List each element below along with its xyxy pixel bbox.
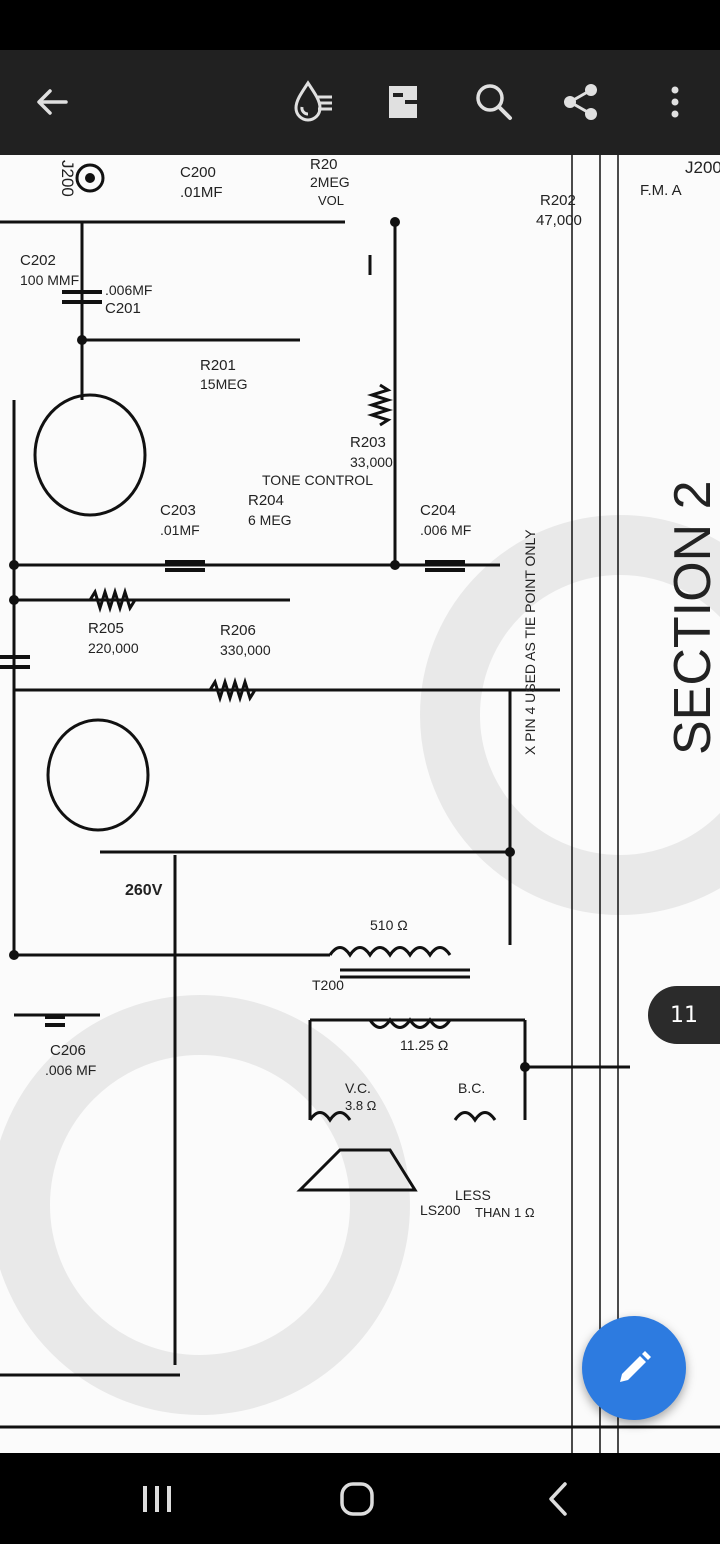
label-c204-val: .006 MF — [420, 522, 471, 538]
label-c204: C204 — [420, 502, 456, 519]
system-nav-bar — [0, 1453, 720, 1544]
edit-pencil-icon — [620, 1351, 651, 1382]
label-fm: F.M. A — [640, 182, 682, 199]
reading-mode-icon[interactable] — [283, 72, 343, 132]
label-c202-val: 100 MMF — [20, 272, 79, 288]
document-viewer[interactable]: J200 J200 F.M. A C200 .01MF R20 2MEG VOL… — [0, 155, 720, 1453]
nav-back-icon[interactable] — [513, 1467, 603, 1531]
label-j200: J200 — [685, 158, 720, 177]
label-r201-val: 15MEG — [200, 376, 247, 392]
label-c200-val: .01MF — [180, 184, 223, 201]
label-tone: TONE CONTROL — [262, 472, 373, 488]
label-less: LESS — [455, 1187, 491, 1203]
label-c201: C201 — [105, 300, 141, 317]
section-heading: SECTION 2 — [664, 481, 720, 756]
page-indicator: 11 — [648, 986, 720, 1044]
label-c206: C206 — [50, 1042, 86, 1059]
status-bar — [0, 0, 720, 50]
share-icon[interactable] — [551, 72, 611, 132]
label-t200: T200 — [312, 977, 344, 993]
label-vc-val: 3.8 Ω — [345, 1098, 377, 1113]
label-vol: VOL — [318, 193, 344, 208]
label-vc: V.C. — [345, 1080, 371, 1096]
label-r204-val: 6 MEG — [248, 512, 292, 528]
label-r202: R202 — [540, 192, 576, 209]
edit-button[interactable] — [582, 1316, 686, 1420]
label-c203-val: .01MF — [160, 522, 200, 538]
arrow-left-icon[interactable] — [22, 72, 82, 132]
recents-icon[interactable] — [112, 1467, 202, 1531]
label-r205: R205 — [88, 620, 124, 637]
watermark — [0, 515, 720, 1415]
label-bc: B.C. — [458, 1080, 485, 1096]
home-icon[interactable] — [312, 1467, 402, 1531]
label-ohm510: 510 Ω — [370, 917, 408, 933]
label-r202-val: 47,000 — [536, 212, 582, 229]
label-ohm125: 11.25 Ω — [400, 1037, 448, 1053]
label-c200: C200 — [180, 164, 216, 181]
label-r206-val: 330,000 — [220, 642, 271, 658]
label-c206-val: .006 MF — [45, 1062, 96, 1078]
schematic-page: J200 J200 F.M. A C200 .01MF R20 2MEG VOL… — [0, 155, 720, 1453]
label-than: THAN 1 Ω — [475, 1205, 535, 1220]
label-r205-val: 220,000 — [88, 640, 139, 656]
label-r201: R201 — [200, 357, 236, 374]
label-r204: R204 — [248, 492, 284, 509]
footnote: X PIN 4 USED AS TIE POINT ONLY — [522, 529, 538, 755]
label-r20x-val: 2MEG — [310, 174, 350, 190]
search-icon[interactable] — [464, 72, 524, 132]
more-vertical-icon[interactable] — [645, 72, 705, 132]
label-r206: R206 — [220, 622, 256, 639]
label-r203: R203 — [350, 434, 386, 451]
label-r20x: R20 — [310, 156, 338, 173]
label-j200: J200 — [58, 160, 77, 197]
label-b-plus: 260V — [125, 882, 163, 899]
label-c203: C203 — [160, 502, 196, 519]
label-c201-val: .006MF — [105, 282, 152, 298]
label-r203-val: 33,000 — [350, 454, 393, 470]
label-ls200: LS200 — [420, 1202, 461, 1218]
top-toolbar — [0, 50, 720, 155]
label-c202: C202 — [20, 252, 56, 269]
page-layout-icon[interactable] — [373, 72, 433, 132]
